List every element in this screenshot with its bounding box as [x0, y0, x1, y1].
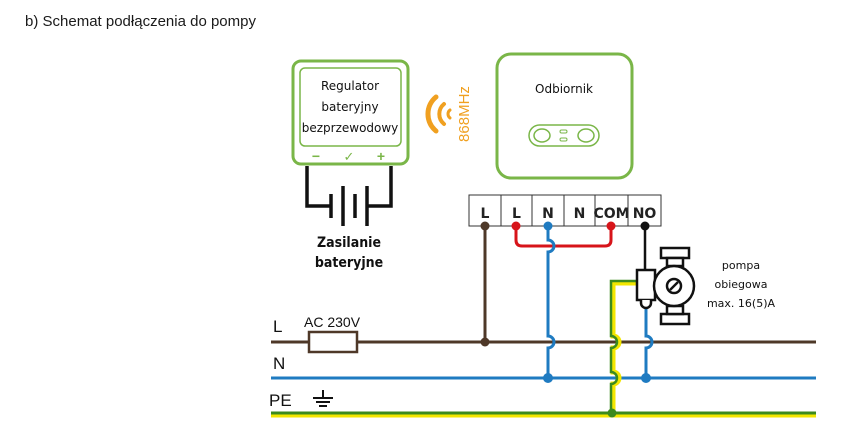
frequency-label: 868MHz [456, 86, 473, 142]
minus-button[interactable]: − [312, 148, 320, 164]
battery-icon [305, 166, 393, 226]
terminal-dot-COM [606, 221, 616, 231]
receiver-label: Odbiornik [535, 82, 593, 96]
regulator-label-line1: Regulator [321, 79, 379, 93]
terminal-dot-L2 [511, 221, 521, 231]
terminal-dot-N1 [543, 221, 553, 231]
plus-button[interactable]: + [377, 148, 385, 164]
junction-neutral [543, 373, 553, 383]
junction-earth [607, 408, 617, 418]
receiver-led-1 [559, 129, 568, 134]
wire-earth [609, 279, 637, 413]
wire-jumper [514, 227, 613, 248]
terminal-dot-NO [640, 221, 650, 231]
diagram-title: b) Schemat podłączenia do pompy [25, 13, 256, 30]
terminal-no-6: NO [627, 194, 662, 227]
circulation-pump-icon [635, 246, 696, 326]
receiver-button-left[interactable] [533, 128, 551, 143]
terminal-l-2: L [500, 194, 533, 227]
regulator-label-line2: bateryjny [321, 100, 378, 114]
regulator-label-line3: bezprzewodowy [302, 121, 399, 135]
pump-label-line1: pompa [722, 259, 760, 272]
pump-label-line3: max. 16(5)A [707, 297, 776, 310]
terminal-label: L [481, 206, 490, 222]
battery-label-line1: Zasilanie [317, 235, 381, 251]
terminal-label: NO [633, 206, 657, 222]
voltage-label: AC 230V [304, 314, 361, 330]
receiver-device: Odbiornik [495, 52, 634, 180]
junction-live [480, 337, 490, 347]
terminal-l-1: L [468, 194, 502, 227]
junction-pump-neutral [641, 373, 651, 383]
wire-earth-stripe [610, 280, 637, 413]
wire-neutral [546, 227, 556, 378]
wire-pump-neutral [644, 304, 654, 378]
regulator-device: Regulator bateryjny bezprzewodowy − ✓ + [291, 59, 410, 166]
fuse-icon [307, 330, 359, 354]
ground-icon [313, 390, 333, 407]
label-PE: PE [269, 391, 292, 410]
label-L: L [273, 317, 282, 336]
wireless-signal-icon [425, 94, 452, 134]
battery-label-line2: bateryjne [315, 255, 383, 271]
label-N: N [273, 354, 285, 373]
receiver-button-panel [528, 124, 600, 147]
receiver-button-right[interactable] [577, 128, 595, 143]
terminal-n-4: N [563, 194, 596, 227]
terminal-com-5: COM [593, 194, 630, 227]
terminal-label: N [542, 206, 554, 222]
receiver-led-2 [559, 137, 568, 142]
terminal-label: N [574, 206, 586, 222]
terminal-label: COM [593, 206, 629, 222]
terminal-label: L [512, 206, 521, 222]
confirm-button[interactable]: ✓ [344, 149, 355, 164]
terminal-n-3: N [531, 194, 565, 227]
terminal-dot-L1 [480, 221, 490, 231]
pump-label-line2: obiegowa [715, 278, 768, 291]
